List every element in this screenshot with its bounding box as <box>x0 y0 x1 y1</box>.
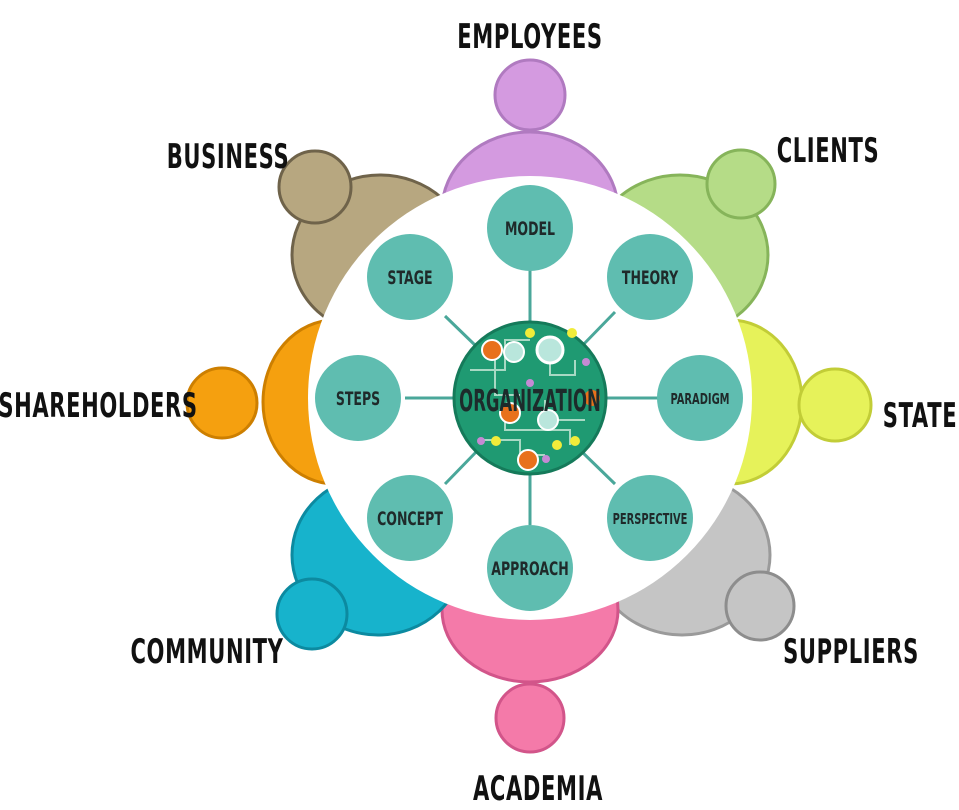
connector-stage <box>443 314 480 350</box>
stakeholder-labels: EMPLOYEES CLIENTS STATE SUPPLIERS ACADEM… <box>0 17 957 809</box>
label-state: STATE <box>883 396 957 436</box>
node-concept <box>367 475 453 561</box>
node-label-perspective: PERSPECTIVE <box>613 510 688 528</box>
node-label-paradigm: PARADIGM <box>670 390 729 408</box>
figure-community-head <box>275 577 349 651</box>
node-label-approach: APPROACH <box>491 557 568 579</box>
node-model <box>487 185 573 271</box>
figure-business-head <box>277 149 353 225</box>
concept-nodes <box>315 185 743 611</box>
figure-academia-head <box>494 682 566 754</box>
node-label-steps: STEPS <box>336 387 380 409</box>
node-label-stage: STAGE <box>387 266 432 288</box>
node-steps <box>315 355 401 441</box>
figure-employees-head <box>493 58 567 132</box>
label-community: COMMUNITY <box>130 632 283 672</box>
node-theory <box>607 234 693 320</box>
node-label-theory: THEORY <box>622 266 679 288</box>
figure-state-head <box>797 367 873 443</box>
figure-suppliers-head <box>724 570 796 642</box>
label-clients: CLIENTS <box>777 131 880 171</box>
network-dots <box>477 328 600 471</box>
node-stage <box>367 234 453 320</box>
label-academia: ACADEMIA <box>473 769 603 809</box>
hub-label: ORGANIZATION <box>459 384 601 419</box>
central-hub: ORGANIZATION <box>452 320 608 476</box>
connectors <box>405 270 660 525</box>
node-label-concept: CONCEPT <box>377 507 443 529</box>
node-label-model: MODEL <box>505 217 555 239</box>
label-suppliers: SUPPLIERS <box>783 632 919 672</box>
figure-clients-head <box>705 148 777 220</box>
connector-theory <box>578 310 617 350</box>
connector-concept <box>443 448 480 486</box>
node-paradigm <box>657 355 743 441</box>
node-approach <box>487 525 573 611</box>
label-employees: EMPLOYEES <box>457 17 602 57</box>
connector-perspective <box>578 448 617 486</box>
figure-shareholders-head <box>185 366 259 440</box>
concept-labels: MODEL THEORY PARADIGM PERSPECTIVE APPROA… <box>336 217 730 579</box>
label-business: BUSINESS <box>167 137 290 177</box>
label-shareholders: SHAREHOLDERS <box>0 386 198 426</box>
node-perspective <box>607 475 693 561</box>
